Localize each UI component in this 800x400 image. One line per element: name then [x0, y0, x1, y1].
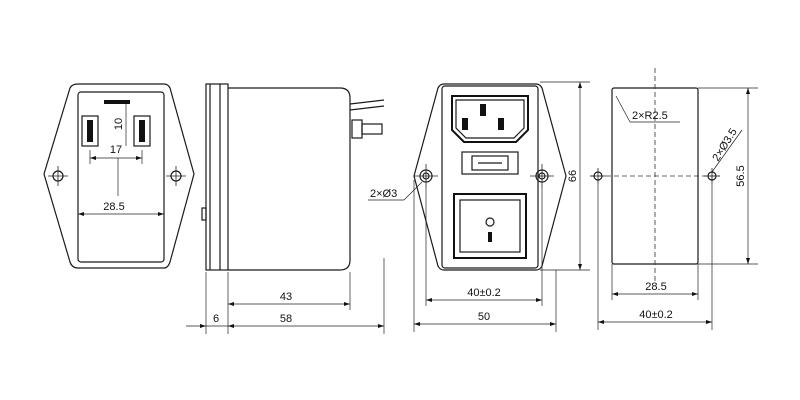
- pin-left: [81, 115, 99, 147]
- dim-height: 66: [567, 170, 579, 182]
- dim-flange-thickness: 6: [213, 313, 219, 325]
- mount-hole-left: [48, 166, 68, 186]
- cutout-view: 2×R2.5 2×Ø3.5 56.5 28.5 40±0.2: [590, 68, 758, 330]
- front-view: 2×Ø3 66 40±0.2 50: [368, 81, 590, 332]
- front-mount-hole-left: [414, 164, 438, 188]
- cutout-hole-left: [590, 168, 606, 184]
- fuse-drawer: [461, 151, 519, 175]
- dim-pin-gap: 10: [113, 118, 125, 130]
- left-side-view: 10 17 28.5: [43, 83, 195, 269]
- dim-total-width: 50: [478, 311, 490, 323]
- dim-cutout-hole-spacing: 40±0.2: [639, 309, 673, 321]
- dim-cutout-width: 28.5: [645, 281, 666, 293]
- dim-body-length: 43: [280, 291, 292, 303]
- cutout-hole-right: [704, 168, 720, 184]
- dim-cutout-height: 56.5: [735, 165, 747, 186]
- dim-pin-spacing: 17: [110, 144, 122, 156]
- side-view: 43 6 58: [186, 83, 385, 334]
- top-bar: [104, 100, 130, 104]
- mount-hole-right: [166, 166, 186, 186]
- front-mount-hole-right: [530, 164, 554, 188]
- iec-inlet: [451, 95, 529, 143]
- dim-mount-holes: 2×Ø3: [370, 188, 397, 200]
- rocker-switch: [453, 193, 527, 259]
- pin-right: [133, 115, 151, 147]
- dim-flange-width: 28.5: [103, 201, 124, 213]
- dim-total-length: 58: [280, 313, 292, 325]
- dim-corner-radius: 2×R2.5: [632, 110, 668, 122]
- dim-hole-spacing: 40±0.2: [467, 287, 501, 299]
- dim-hole-dia: 2×Ø3.5: [710, 126, 739, 163]
